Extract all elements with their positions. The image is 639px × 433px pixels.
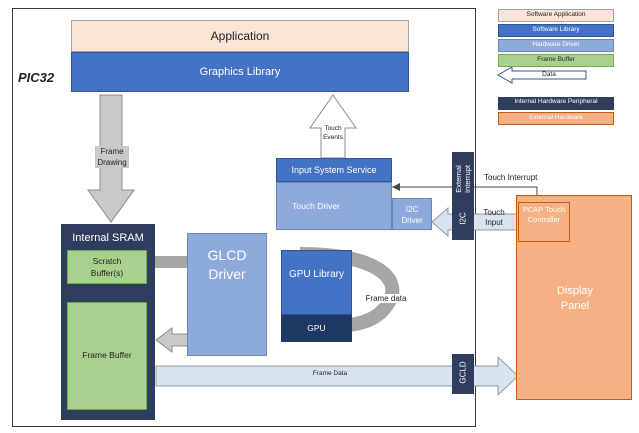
input-system-service-label: Input System Service	[291, 165, 377, 175]
frame-drawing-label: Frame Drawing	[95, 146, 129, 168]
gcld-peripheral: GCLD	[452, 354, 474, 394]
frame-data-loop-label: Frame data	[358, 294, 414, 303]
pcap-touch-controller: PCAP Touch Controller	[518, 202, 570, 242]
legend-software-application: Software Application	[498, 9, 614, 22]
i2c-peripheral-label: I2C	[458, 212, 468, 225]
application-label: Application	[210, 29, 270, 43]
touch-interrupt-arrowhead	[392, 183, 400, 191]
touch-driver: Touch Driver	[276, 182, 392, 230]
i2c-peripheral: I2C	[452, 200, 474, 240]
legend-internal-hw-peripheral-label: Internal Hardware Peripheral	[514, 98, 598, 105]
i2c-driver: I2C Driver	[392, 198, 432, 230]
pcap-touch-controller-label: PCAP Touch Controller	[522, 205, 566, 224]
application-layer: Application	[71, 20, 409, 52]
scratch-buffer-label: Scratch Buffer(s)	[90, 256, 124, 278]
frame-data-bus-arrow	[155, 355, 519, 397]
graphics-library-label: Graphics Library	[199, 66, 281, 78]
graphics-library-layer: Graphics Library	[71, 52, 409, 92]
frame-buffer: Frame Buffer	[67, 302, 147, 410]
legend-hardware-driver-label: Hardware Driver	[532, 41, 580, 48]
gpu-library-label: GPU Library	[288, 269, 344, 280]
gpu-core-label: GPU	[307, 323, 326, 333]
gcld-peripheral-label: GCLD	[458, 361, 468, 384]
glcd-driver: GLCD Driver	[187, 233, 267, 356]
legend-software-library-label: Software Library	[532, 26, 580, 33]
frame-data-bus-label: Frame Data	[312, 370, 348, 377]
external-interrupt-peripheral: External Interrupt	[452, 152, 474, 200]
legend-hardware-driver: Hardware Driver	[498, 39, 614, 52]
internal-sram: Internal SRAM Scratch Buffer(s) Frame Bu…	[61, 224, 155, 420]
gpu-core: GPU	[281, 315, 352, 342]
touch-interrupt-label: Touch Interrupt	[484, 173, 538, 182]
i2c-driver-label: I2C Driver	[401, 205, 423, 225]
external-interrupt-label: External Interrupt	[454, 165, 472, 193]
scratch-link	[152, 256, 188, 268]
internal-sram-title: Internal SRAM	[72, 232, 144, 244]
scratch-buffer: Scratch Buffer(s)	[67, 250, 147, 284]
legend-data-label: Data	[542, 71, 556, 78]
touch-events-label: Touch Events	[323, 125, 343, 141]
glcd-to-framebuffer-arrow	[155, 327, 189, 353]
touch-driver-label: Touch Driver	[292, 201, 340, 211]
gpu-library: GPU Library	[281, 250, 352, 315]
legend-frame-buffer-label: Frame Buffer	[537, 56, 575, 63]
touch-input-label: Touch Input	[483, 208, 505, 227]
glcd-driver-label: GLCD Driver	[207, 247, 247, 282]
legend-external-hardware-label: External Hardware	[529, 114, 583, 121]
legend-data-arrow	[496, 66, 587, 84]
display-panel-label: Display Panel	[556, 285, 594, 312]
frame-buffer-label: Frame Buffer	[82, 350, 132, 360]
legend-software-application-label: Software Application	[526, 11, 586, 18]
input-system-service: Input System Service	[276, 158, 392, 182]
legend-external-hardware: External Hardware	[498, 112, 614, 125]
legend-software-library: Software Library	[498, 24, 614, 37]
pic32-label: PIC32	[18, 70, 55, 85]
legend-internal-hw-peripheral: Internal Hardware Peripheral	[498, 97, 614, 110]
legend-frame-buffer: Frame Buffer	[498, 54, 614, 67]
